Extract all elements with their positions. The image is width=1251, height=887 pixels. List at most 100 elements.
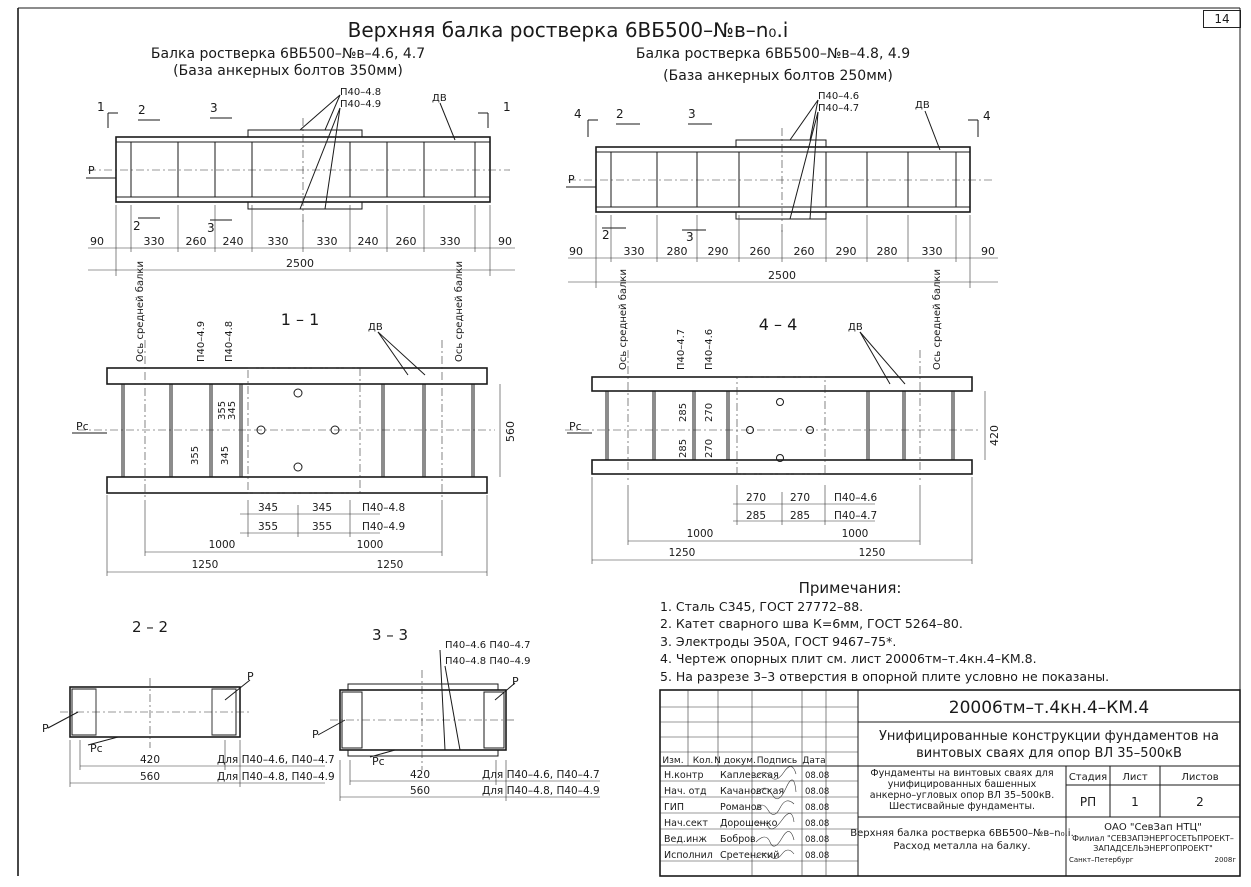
svg-text:2 – 2: 2 – 2 <box>132 618 168 636</box>
svg-text:08.08: 08.08 <box>805 851 829 861</box>
svg-text:Нач.сект: Нач.сект <box>664 818 708 829</box>
note-item: 1. Сталь С345, ГОСТ 27772–88. <box>660 598 864 614</box>
svg-text:345: 345 <box>312 502 332 514</box>
svg-text:1250: 1250 <box>377 559 404 571</box>
svg-text:Изм.: Изм. <box>662 756 683 766</box>
svg-text:560: 560 <box>504 421 517 442</box>
svg-text:1000: 1000 <box>842 528 869 540</box>
svg-text:560: 560 <box>410 785 430 797</box>
section-3-3: 3 – 3 П40–4.6 П40–4.7 П40–4.8 П40–4.9 Р … <box>312 626 600 801</box>
svg-text:355: 355 <box>217 401 228 420</box>
svg-text:Расход металла на балку.: Расход металла на балку. <box>893 841 1030 852</box>
svg-text:1000: 1000 <box>687 528 714 540</box>
svg-text:420: 420 <box>410 769 430 781</box>
svg-text:330: 330 <box>440 235 461 248</box>
svg-text:П40–4.7: П40–4.7 <box>676 329 687 370</box>
svg-text:Санкт–Петербург: Санкт–Петербург <box>1069 856 1134 864</box>
svg-text:Рс: Рс <box>372 755 385 768</box>
svg-text:П40–4.6: П40–4.6 <box>704 329 715 370</box>
note-item: 5. На разрезе 3–3 отверстия в опорной пл… <box>660 668 1110 684</box>
svg-text:П40–4.9: П40–4.9 <box>340 99 381 110</box>
svg-text:П40–4.8 П40–4.9: П40–4.8 П40–4.9 <box>445 656 530 667</box>
svg-text:560: 560 <box>140 771 160 783</box>
svg-text:Р: Р <box>568 173 575 186</box>
svg-text:Дорошенко: Дорошенко <box>720 818 778 829</box>
svg-text:2500: 2500 <box>286 257 314 270</box>
svg-text:08.08: 08.08 <box>805 787 829 797</box>
svg-text:3: 3 <box>210 101 218 115</box>
svg-text:90: 90 <box>569 245 583 258</box>
svg-text:ДВ: ДВ <box>368 322 383 333</box>
svg-text:Унифицированные конструкции фу: Унифицированные конструкции фундаментов … <box>879 729 1219 744</box>
svg-text:2500: 2500 <box>768 269 796 282</box>
svg-text:Для П40–4.6, П40–4.7: Для П40–4.6, П40–4.7 <box>482 769 600 781</box>
svg-text:08.08: 08.08 <box>805 771 829 781</box>
svg-text:1000: 1000 <box>209 539 236 551</box>
svg-text:Романов: Романов <box>720 802 763 813</box>
svg-text:420: 420 <box>140 754 160 766</box>
svg-text:2: 2 <box>602 228 610 242</box>
svg-text:270: 270 <box>790 492 810 504</box>
svg-text:345: 345 <box>258 502 278 514</box>
svg-text:1: 1 <box>503 100 511 114</box>
svg-text:Для П40–4.8, П40–4.9: Для П40–4.8, П40–4.9 <box>217 771 335 783</box>
svg-text:260: 260 <box>794 245 815 258</box>
svg-text:345: 345 <box>220 446 231 465</box>
svg-text:08.08: 08.08 <box>805 835 829 845</box>
section-4-4: 4 – 4 Ось средней балки Ось средней балк… <box>565 269 1001 564</box>
notes: Примечания: 1. Сталь С345, ГОСТ 27772–88… <box>660 579 1110 685</box>
svg-text:290: 290 <box>836 245 857 258</box>
signatures <box>755 766 797 859</box>
svg-text:П40–4.8: П40–4.8 <box>340 87 381 98</box>
svg-text:Ось средней балки: Ось средней балки <box>618 269 629 370</box>
svg-text:ДВ: ДВ <box>432 93 447 104</box>
svg-text:Бобров: Бобров <box>720 834 756 845</box>
svg-text:ДВ: ДВ <box>848 322 863 333</box>
svg-text:П40–4.6: П40–4.6 <box>834 492 878 504</box>
svg-text:Рс: Рс <box>569 420 582 433</box>
svg-text:355: 355 <box>312 521 332 533</box>
svg-text:Для П40–4.6, П40–4.7: Для П40–4.6, П40–4.7 <box>217 754 335 766</box>
svg-text:Кол.: Кол. <box>693 756 714 766</box>
svg-text:345: 345 <box>227 401 238 420</box>
svg-text:Дата: Дата <box>802 756 825 766</box>
svg-text:3: 3 <box>688 107 696 121</box>
section-2-2: 2 – 2 Р Р Рс 420 560 Для П40–4.6, П40–4.… <box>42 618 335 787</box>
svg-text:280: 280 <box>667 245 688 258</box>
svg-text:П40–4.8: П40–4.8 <box>362 502 405 514</box>
svg-text:280: 280 <box>877 245 898 258</box>
svg-text:Каплевская: Каплевская <box>720 770 779 781</box>
svg-text:Стадия: Стадия <box>1069 772 1107 783</box>
svg-text:1000: 1000 <box>357 539 384 551</box>
svg-text:П40–4.6 П40–4.7: П40–4.6 П40–4.7 <box>445 640 530 651</box>
svg-text:Шестисвайные фундаменты.: Шестисвайные фундаменты. <box>889 801 1035 812</box>
right-beam-outline <box>595 146 971 213</box>
svg-text:285: 285 <box>790 510 810 522</box>
svg-text:1250: 1250 <box>669 547 696 559</box>
svg-text:Ось средней балки: Ось средней балки <box>932 269 943 370</box>
svg-text:Листов: Листов <box>1181 772 1218 783</box>
left-top-plate <box>247 129 363 138</box>
section-1-1: 1 – 1 Ось средней балки Ось средней балк… <box>72 261 517 576</box>
svg-text:ДВ: ДВ <box>915 100 930 111</box>
svg-text:240: 240 <box>358 235 379 248</box>
left-title-2: (База анкерных болтов 350мм) <box>173 63 403 79</box>
svg-text:90: 90 <box>498 235 512 248</box>
svg-text:П40–4.8: П40–4.8 <box>224 321 235 362</box>
svg-text:анкерно–угловых опор ВЛ 35–500: анкерно–угловых опор ВЛ 35–500кВ. <box>870 790 1054 801</box>
svg-text:Для П40–4.8, П40–4.9: Для П40–4.8, П40–4.9 <box>482 785 600 797</box>
svg-text:ГИП: ГИП <box>664 802 684 813</box>
note-item: 2. Катет сварного шва К=6мм, ГОСТ 5264–8… <box>660 616 963 631</box>
svg-text:90: 90 <box>90 235 104 248</box>
svg-text:П40–4.9: П40–4.9 <box>196 321 207 362</box>
svg-text:Ось средней балки: Ось средней балки <box>454 261 465 362</box>
svg-text:420: 420 <box>988 425 1001 446</box>
svg-text:3 – 3: 3 – 3 <box>372 626 408 644</box>
note-item: 3. Электроды Э50А, ГОСТ 9467–75*. <box>660 633 897 649</box>
svg-text:330: 330 <box>268 235 289 248</box>
svg-text:4: 4 <box>574 107 582 121</box>
svg-text:1: 1 <box>97 100 105 114</box>
svg-text:3: 3 <box>207 221 215 235</box>
svg-text:2008г: 2008г <box>1215 856 1237 864</box>
